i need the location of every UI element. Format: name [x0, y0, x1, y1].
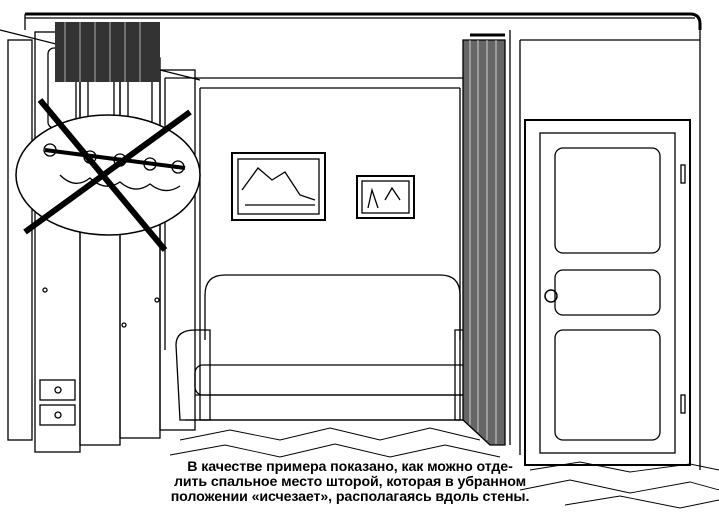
- caption-line-3: положении «исчезает», располагаясь вдоль…: [170, 489, 530, 505]
- picture-large: [231, 152, 326, 221]
- curtain-right: [462, 33, 506, 446]
- door: [524, 119, 691, 466]
- ceiling-rail: [24, 12, 702, 30]
- picture-small: [356, 175, 415, 219]
- curtain-left: [55, 22, 160, 82]
- caption-line-2: лить спальное место шторой, которая в уб…: [174, 474, 526, 490]
- wardrobe: [0, 29, 201, 453]
- caption-line-1: В качестве примера показано, как можно о…: [187, 459, 513, 475]
- crossed-out-rod-inset: [15, 98, 201, 252]
- sofa: [175, 274, 489, 421]
- caption: В качестве примера показано, как можно о…: [150, 460, 550, 505]
- right-wall: [509, 30, 701, 470]
- parquet-floor: [169, 427, 719, 509]
